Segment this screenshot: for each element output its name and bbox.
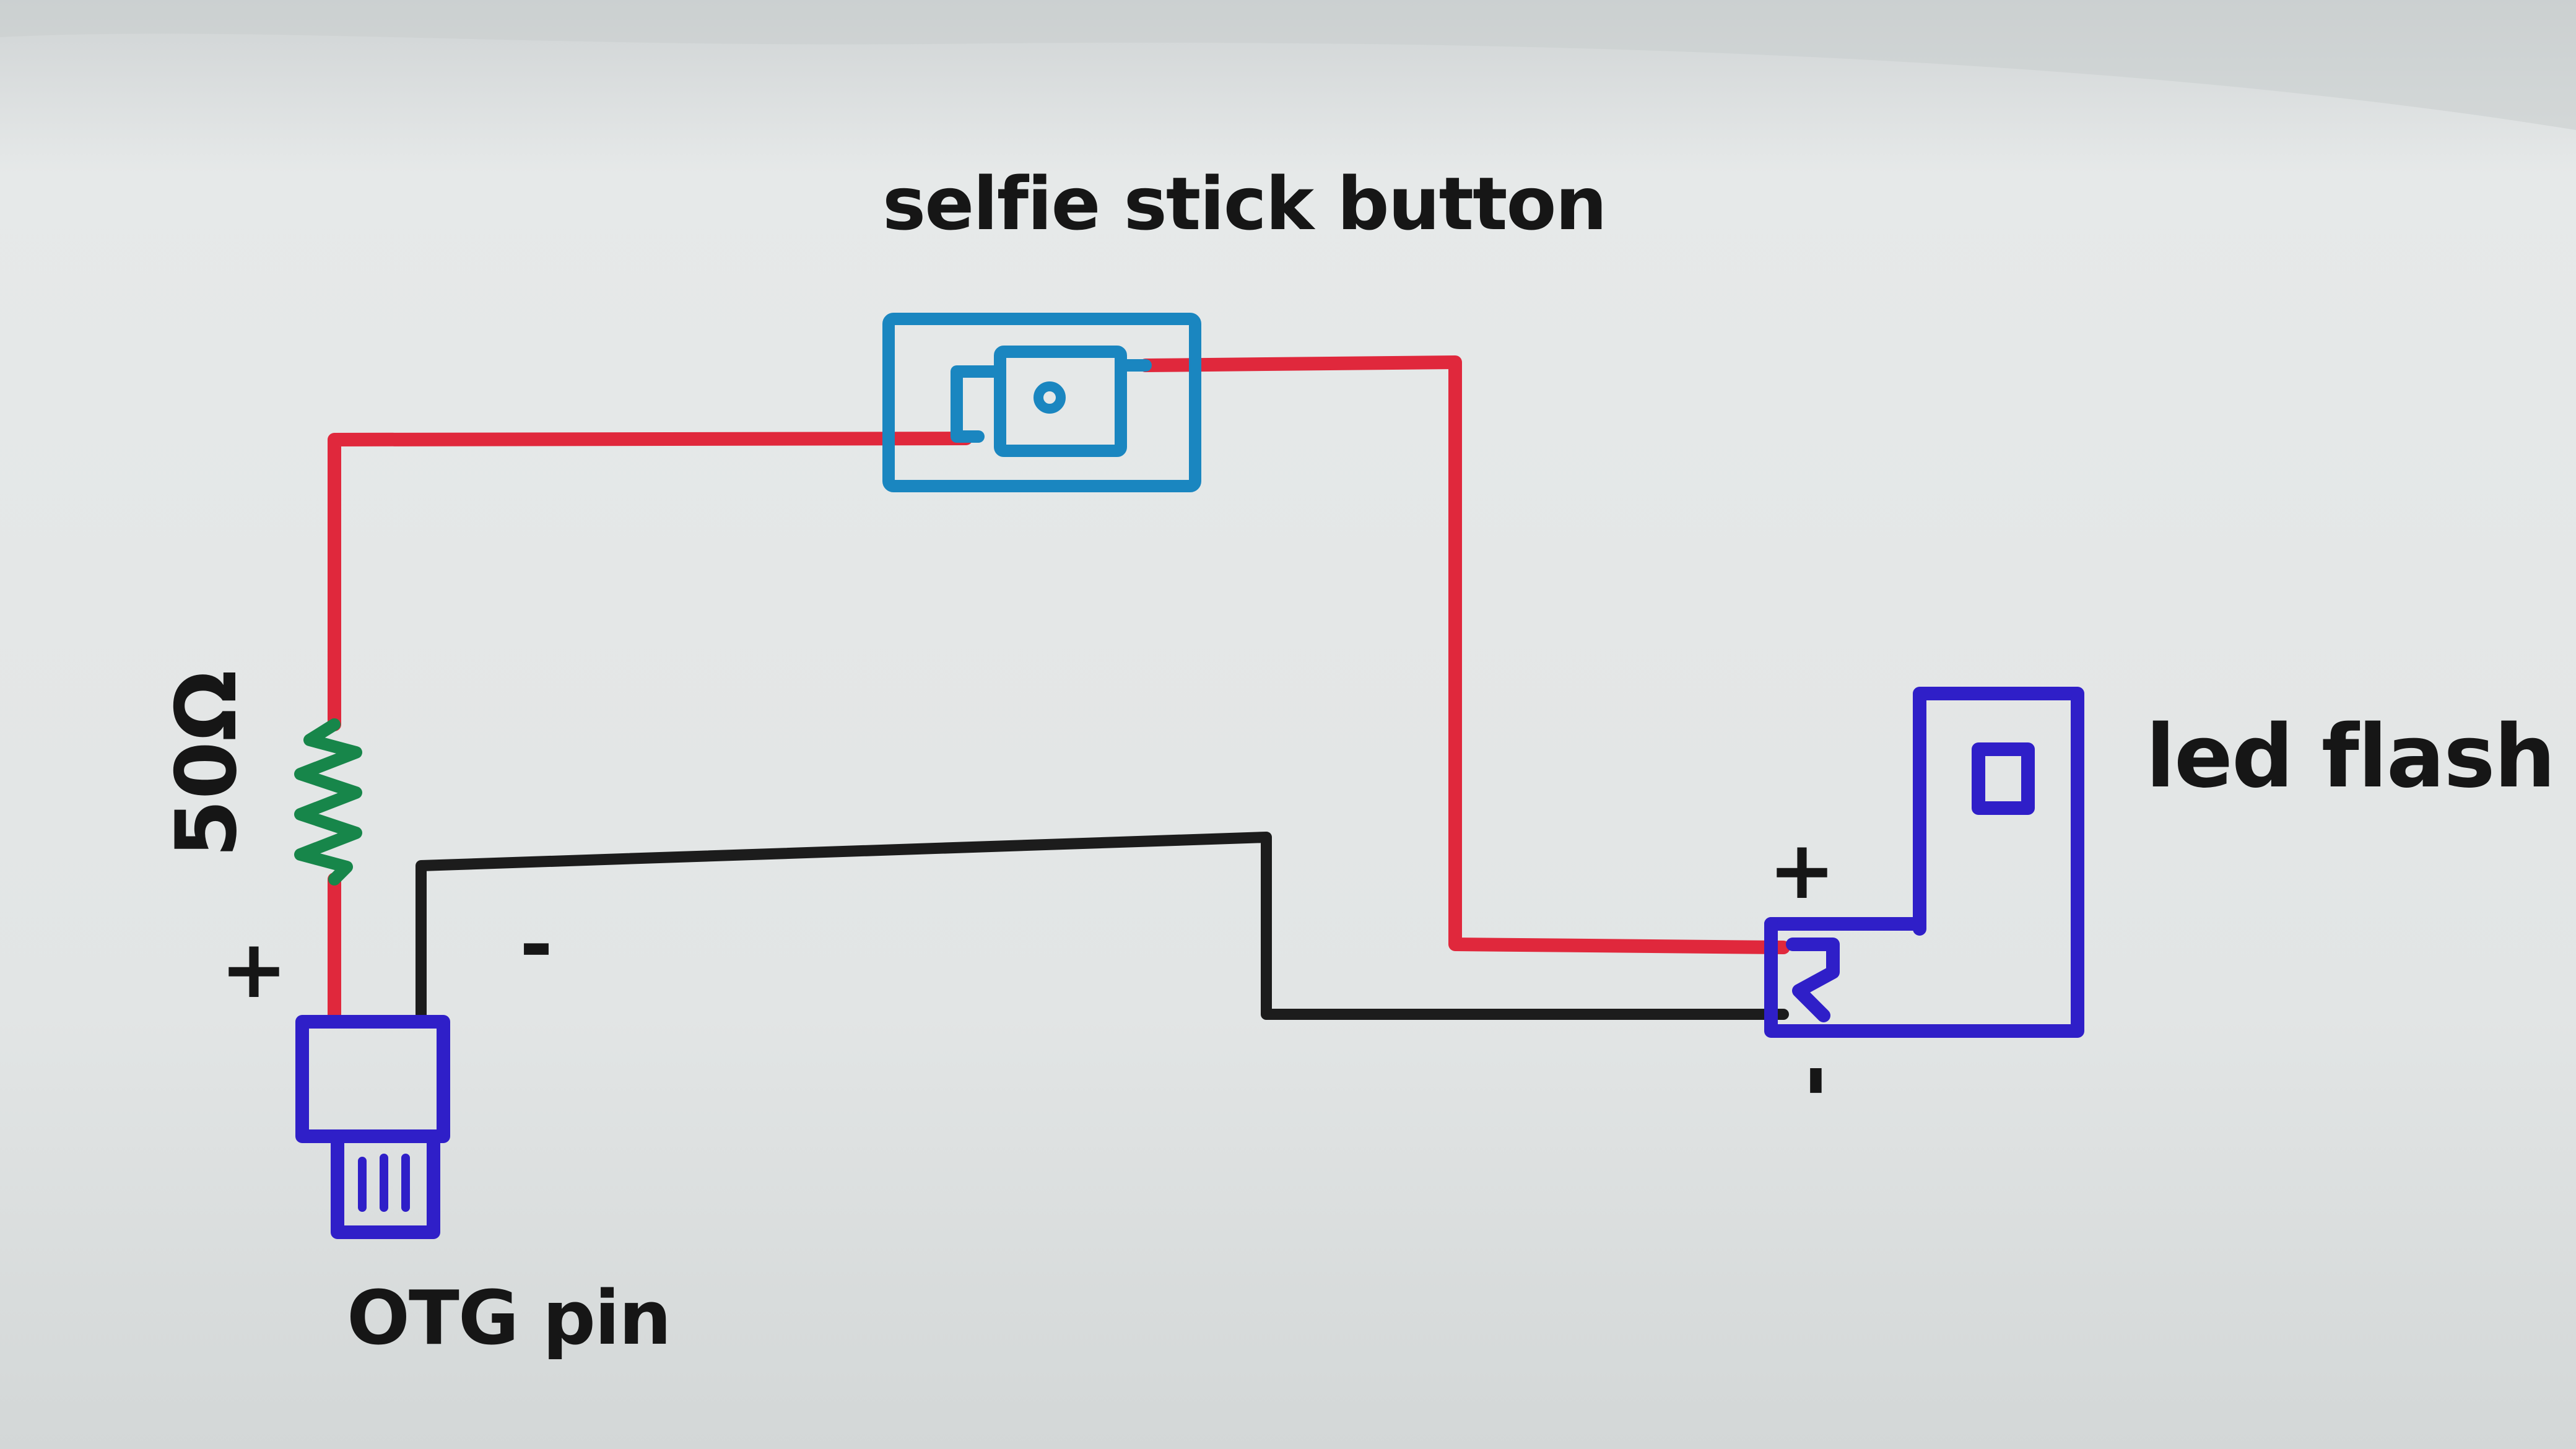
positive-wire xyxy=(328,355,1790,1029)
led-minus-sign: - xyxy=(1773,1064,1868,1097)
red-wire-button-to-led xyxy=(1139,355,1790,954)
otg-plus-sign: + xyxy=(220,922,288,1016)
button-left-pin xyxy=(951,365,1006,443)
paper-top-fold xyxy=(0,0,2576,130)
red-wire-resistor-to-button xyxy=(328,432,973,731)
led-flash xyxy=(1764,687,2084,1038)
led-plus-sign: + xyxy=(1769,823,1836,917)
led-flash-neck xyxy=(1764,917,1926,936)
resistor-zigzag xyxy=(294,718,362,886)
button-label: selfie stick button xyxy=(882,161,1606,246)
negative-wire xyxy=(416,832,1789,1021)
button-actuator xyxy=(1033,381,1066,414)
led-flash-connector xyxy=(1764,917,1843,1038)
otg-minus-sign: - xyxy=(520,897,553,991)
otg-plug-pins xyxy=(358,1154,410,1212)
otg-pin-connector xyxy=(295,1015,450,1239)
selfie-stick-button xyxy=(882,313,1201,492)
resistor-label: 50Ω xyxy=(158,670,255,858)
otg-plug-body xyxy=(295,1015,450,1143)
button-body xyxy=(994,346,1127,457)
otg-pin-label: OTG pin xyxy=(347,1276,671,1362)
led-flash-body xyxy=(1829,687,2084,1038)
led-flash-label: led flash xyxy=(2146,707,2554,807)
button-housing xyxy=(882,313,1201,492)
led-flash-lens xyxy=(1972,742,2035,815)
resistor xyxy=(294,718,362,886)
otg-plug-tip xyxy=(331,1129,440,1239)
